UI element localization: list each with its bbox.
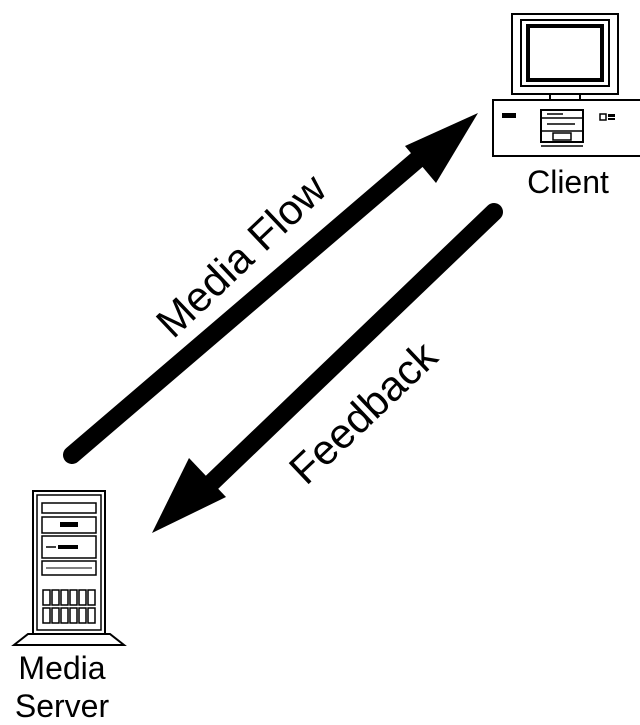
- server-label-line1: Media: [18, 650, 105, 686]
- client-label: Client: [527, 164, 609, 200]
- server-label-line2: Server: [15, 688, 110, 724]
- desktop-computer-icon: [492, 13, 640, 157]
- tower-server-icon: [11, 490, 127, 646]
- feedback-arrow: [152, 203, 503, 533]
- feedback-label: Feedback: [280, 331, 447, 493]
- media-flow-arrow: [63, 113, 478, 464]
